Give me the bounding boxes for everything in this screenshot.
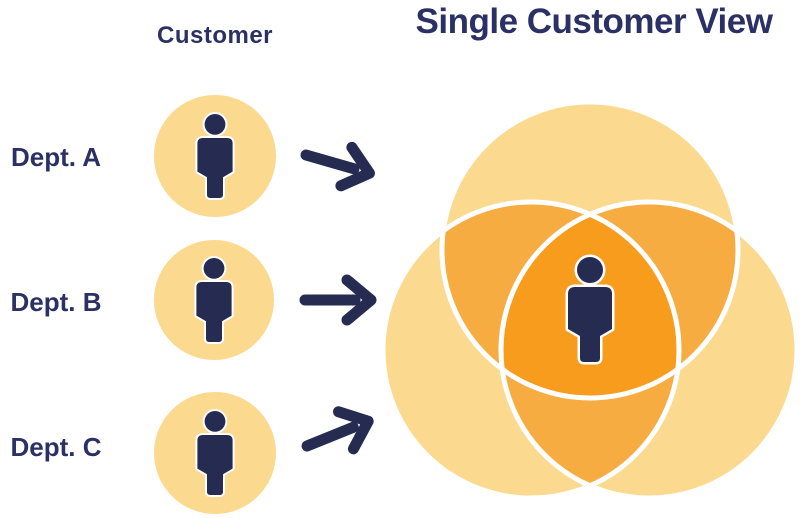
venn-overlap-center — [501, 202, 679, 398]
arrow-right-icon — [300, 403, 376, 465]
dept-a-label: Dept. A — [10, 142, 102, 172]
arrow-right-icon — [300, 136, 374, 193]
page-title: Single Customer View — [415, 2, 773, 41]
dept-b-label: Dept. B — [10, 287, 102, 317]
venn-bottom-right-circle-outline — [498, 199, 800, 501]
venn-top-circle-outline — [439, 99, 741, 401]
dept-c-label: Dept. C — [10, 432, 102, 462]
venn-bottom-left-circle-outline — [380, 199, 682, 501]
customer-column-header: Customer — [156, 22, 274, 49]
arrow-right-icon — [305, 280, 371, 320]
single-customer-view-venn — [380, 99, 800, 501]
